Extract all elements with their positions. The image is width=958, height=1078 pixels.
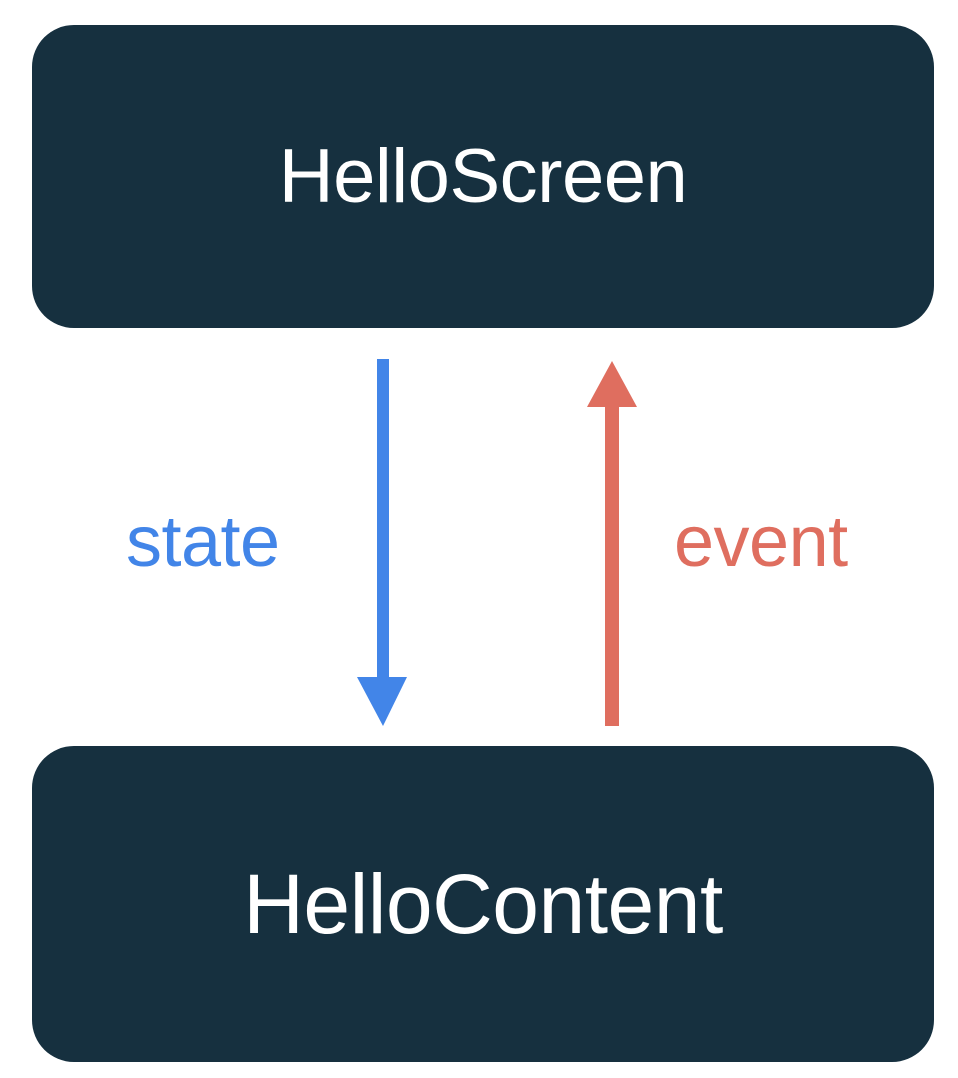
- event-arrow-shaft: [605, 404, 619, 726]
- state-arrow-head: [357, 677, 407, 726]
- node-hello-content[interactable]: HelloContent: [32, 746, 934, 1062]
- edge-label-event: event: [674, 502, 848, 582]
- edge-label-state: state: [126, 502, 280, 582]
- node-hello-content-label: HelloContent: [243, 857, 723, 951]
- state-arrow-icon: [357, 359, 407, 726]
- event-arrow-icon: [587, 361, 637, 726]
- state-arrow-shaft: [377, 359, 389, 679]
- node-hello-screen[interactable]: HelloScreen: [32, 25, 934, 328]
- node-hello-screen-label: HelloScreen: [278, 133, 688, 219]
- event-arrow-head: [587, 361, 637, 407]
